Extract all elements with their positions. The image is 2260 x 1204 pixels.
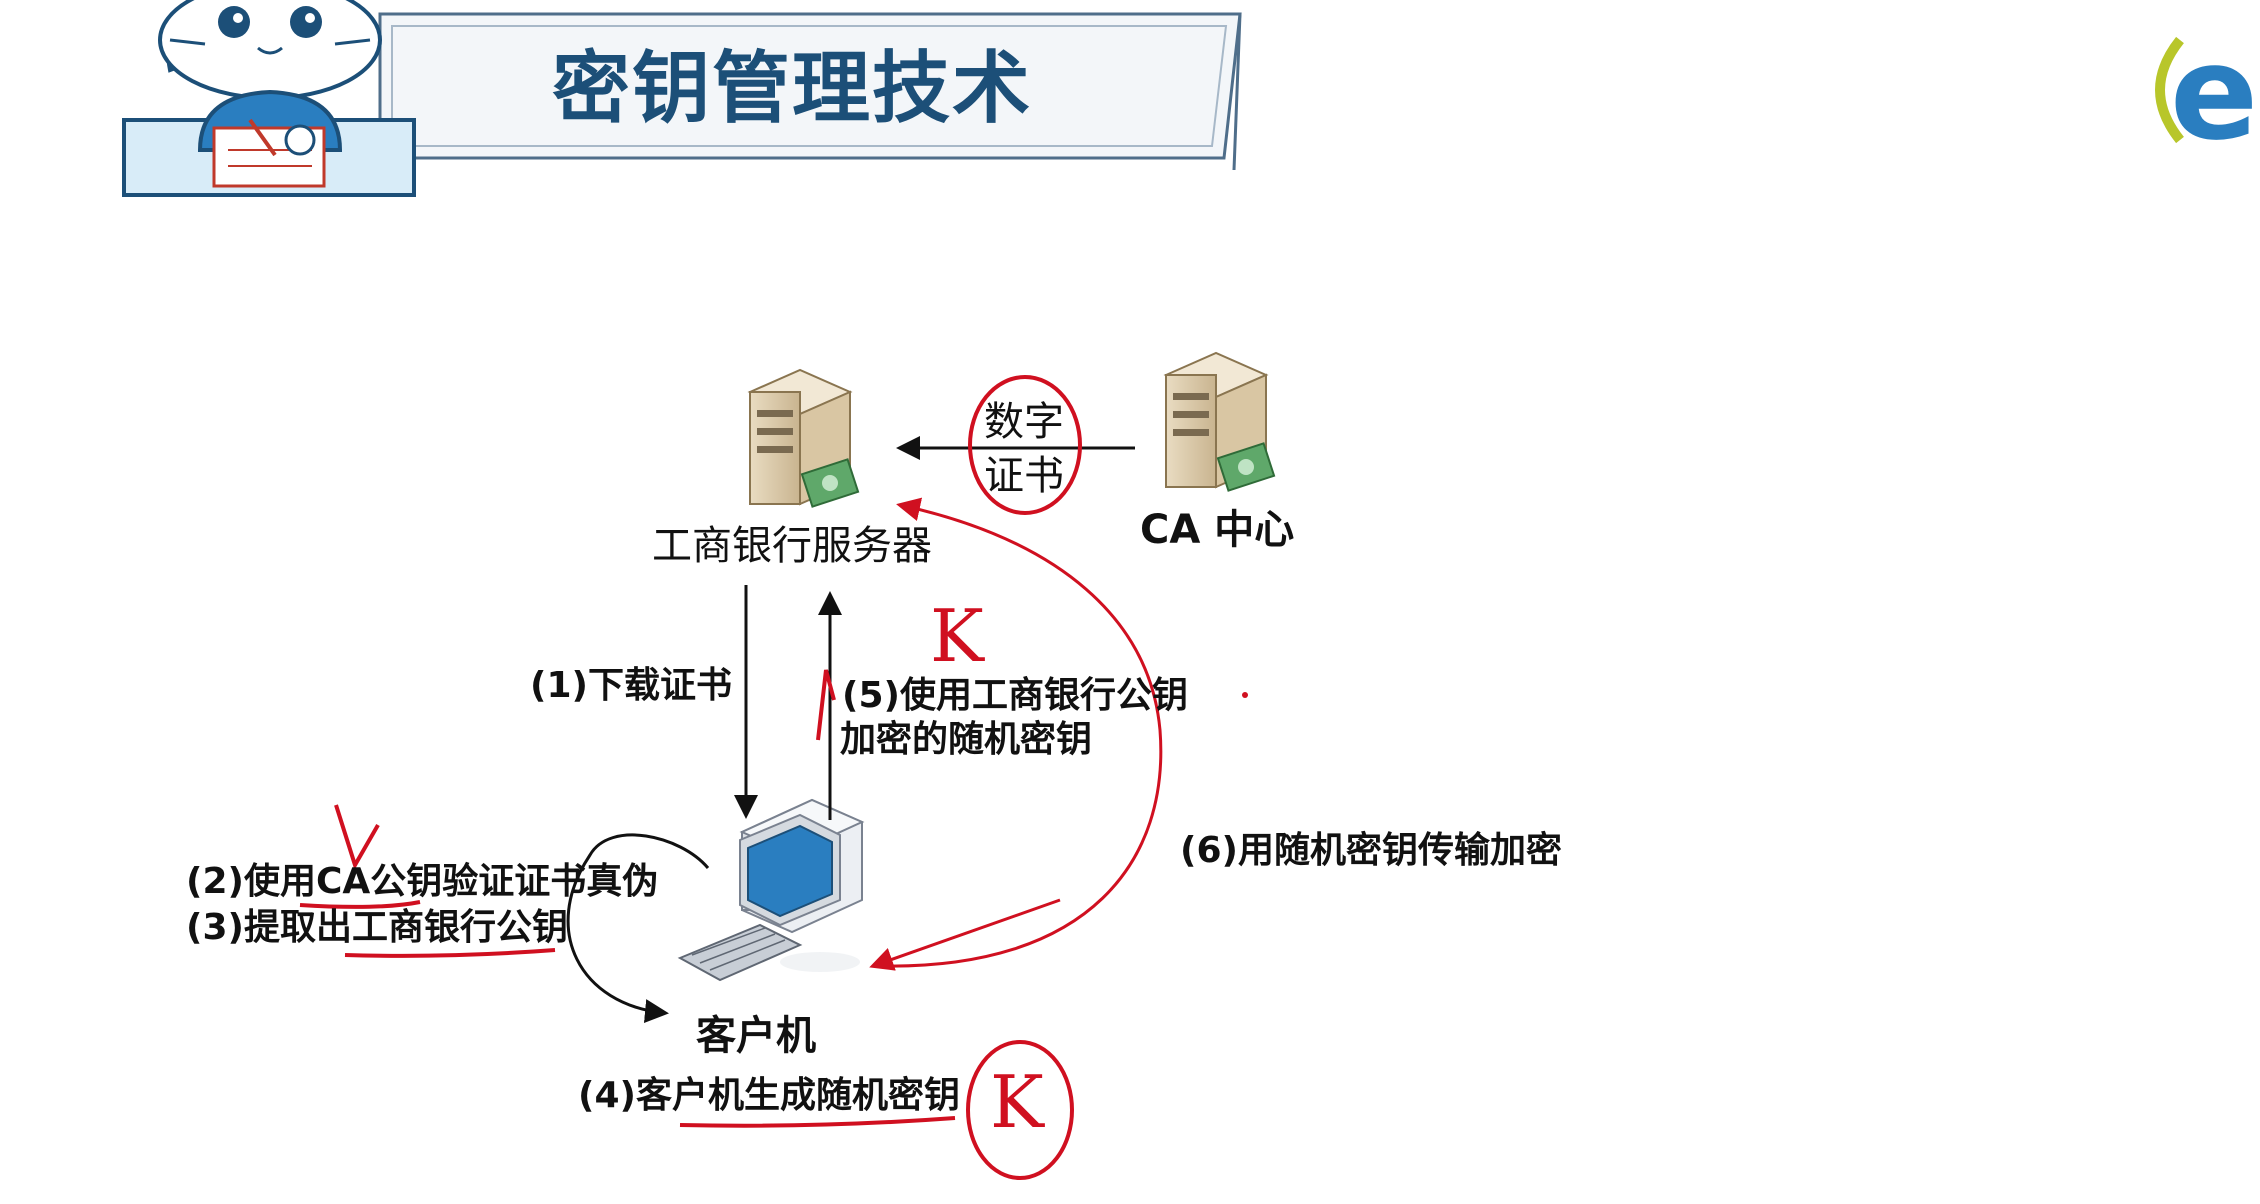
cert-label-line2: 证书 xyxy=(984,453,1064,499)
tick-annotation xyxy=(816,669,836,741)
bank-server-icon xyxy=(747,368,860,508)
step-3-label: (3)提取出工商银行公钥 xyxy=(186,907,568,948)
step-2-label: (2)使用CA公钥验证证书真伪 xyxy=(186,861,659,902)
client-label: 客户机 xyxy=(696,1013,816,1059)
transfer-curve-arrow xyxy=(879,497,1163,968)
step-4-label: (4)客户机生成随机密钥 xyxy=(578,1075,960,1116)
mascot-cat-icon xyxy=(122,0,416,197)
logo-icon xyxy=(2155,36,2184,144)
page-title: 密钥管理技术 xyxy=(552,44,1033,134)
cert-label-line1: 数字 xyxy=(984,399,1064,445)
check-annotation xyxy=(334,804,380,870)
dot-annotation xyxy=(1242,692,1248,698)
step-6-label: (6)用随机密钥传输加密 xyxy=(1180,830,1562,871)
verify-loop-arrow xyxy=(566,833,710,1024)
transfer-curve-arrow-tail xyxy=(869,898,1061,971)
cert-circle-annotation xyxy=(968,375,1082,515)
k-annotation-bottom: K xyxy=(990,1060,1044,1144)
underline-ca-key xyxy=(299,900,421,909)
logo-glyph: e xyxy=(2170,17,2259,169)
k-circle-annotation xyxy=(966,1040,1074,1180)
ca-server-icon xyxy=(1163,351,1276,492)
ca-center-label: CA 中心 xyxy=(1140,507,1295,553)
banner-shape xyxy=(378,12,1242,171)
step-1-label: (1)下载证书 xyxy=(530,665,732,706)
underline-random-key xyxy=(679,1116,956,1128)
underline-bank-key xyxy=(344,948,556,958)
bank-server-label: 工商银行服务器 xyxy=(652,523,932,569)
client-computer-icon xyxy=(677,798,865,982)
k-annotation-top: K xyxy=(930,594,984,678)
step-5-label-line1: (5)使用工商银行公钥 xyxy=(842,675,1188,716)
step-5-label-line2: 加密的随机密钥 xyxy=(840,719,1093,760)
